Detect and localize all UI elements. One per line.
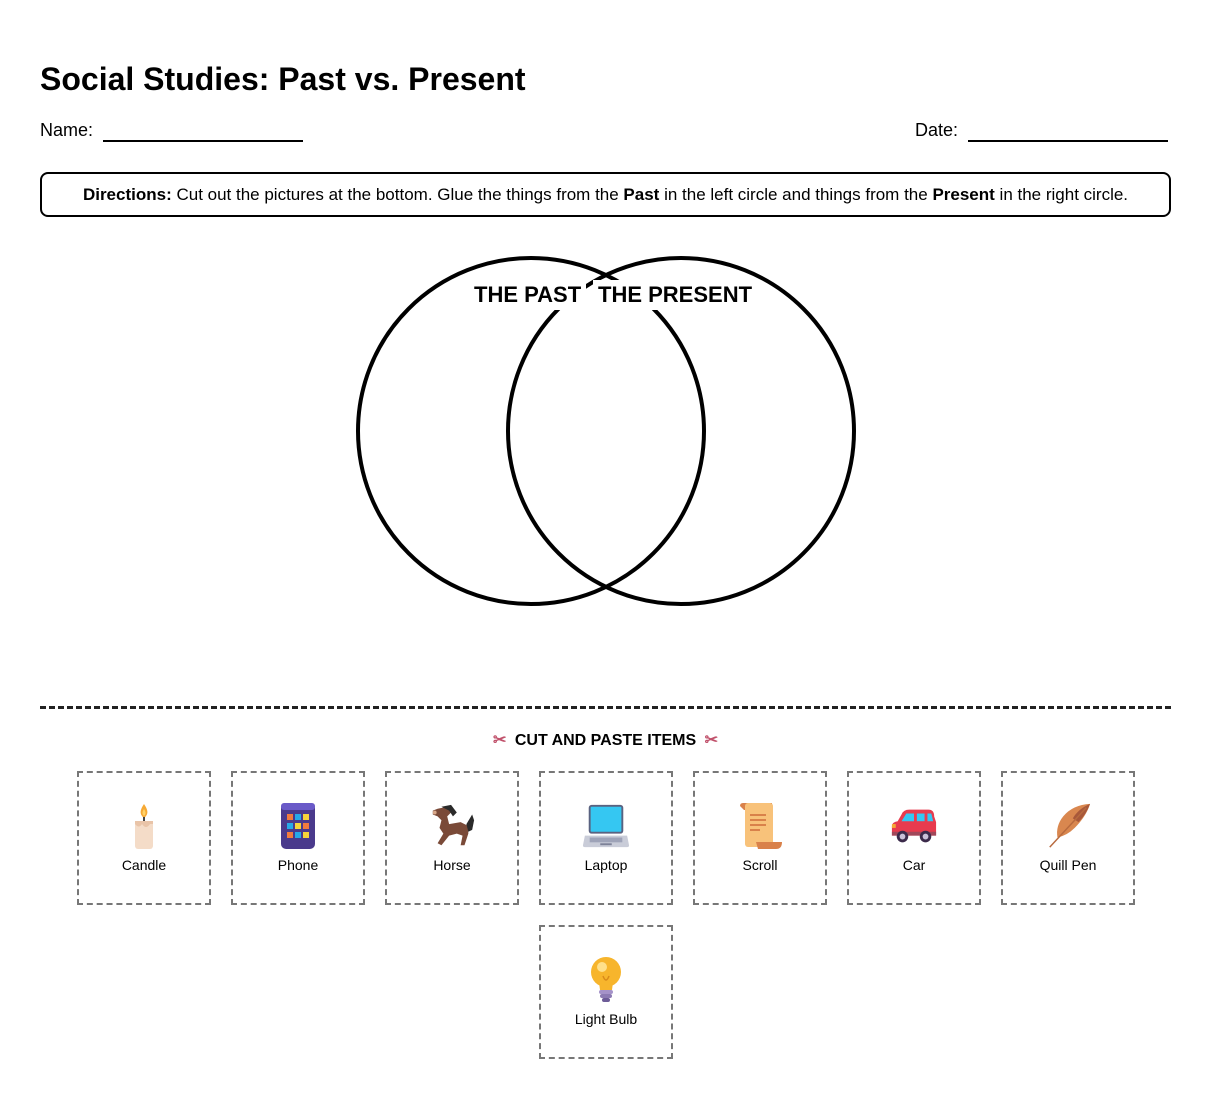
item-card-quill-pen[interactable]: Quill Pen	[1001, 771, 1135, 905]
candle-icon	[120, 802, 168, 850]
present-circle[interactable]	[506, 256, 856, 606]
item-card-candle[interactable]: Candle	[77, 771, 211, 905]
item-card-scroll[interactable]: Scroll	[693, 771, 827, 905]
name-field: Name:	[40, 118, 304, 142]
item-label: Scroll	[742, 857, 778, 873]
light-bulb-icon	[582, 956, 630, 1004]
cut-items-grid: Candle Phone	[77, 771, 1135, 1059]
directions-text-2: in the left circle and things from the	[659, 185, 933, 204]
item-label: Car	[902, 857, 926, 873]
laptop-icon	[582, 802, 630, 850]
directions-lead: Directions:	[82, 185, 172, 204]
item-label: Candle	[121, 857, 167, 873]
past-circle-label: THE PAST	[469, 280, 587, 310]
cut-dashed-line	[40, 706, 1171, 709]
date-field: Date:	[915, 118, 1169, 142]
venn-diagram: THE PAST THE PRESENT	[356, 256, 856, 606]
cut-section-heading: ✂ CUT AND PASTE ITEMS ✂	[0, 730, 1211, 752]
horse-icon	[428, 802, 476, 850]
present-circle-label: THE PRESENT	[593, 280, 758, 310]
item-card-car[interactable]: Car	[847, 771, 981, 905]
directions-present-word: Present	[932, 185, 995, 204]
item-label: Horse	[433, 857, 471, 873]
directions-box: Directions: Cut out the pictures at the …	[40, 172, 1171, 217]
item-card-light-bulb[interactable]: Light Bulb	[539, 925, 673, 1059]
car-icon	[890, 802, 938, 850]
item-label: Quill Pen	[1039, 857, 1097, 873]
item-card-horse[interactable]: Horse	[385, 771, 519, 905]
item-card-laptop[interactable]: Laptop	[539, 771, 673, 905]
cut-heading-text: CUT AND PASTE ITEMS	[514, 732, 697, 749]
item-label: Light Bulb	[574, 1011, 638, 1027]
page-title: Social Studies: Past vs. Present	[40, 61, 526, 97]
item-label: Laptop	[584, 857, 628, 873]
scroll-icon	[736, 802, 784, 850]
directions-text-1: Cut out the pictures at the bottom. Glue…	[171, 185, 624, 204]
quill-pen-icon	[1044, 802, 1092, 850]
name-label: Name:	[40, 120, 94, 140]
date-blank-line[interactable]	[968, 124, 1169, 142]
phone-icon	[274, 802, 322, 850]
scissors-icon: ✂	[492, 732, 507, 749]
directions-past-word: Past	[623, 185, 660, 204]
name-blank-line[interactable]	[103, 124, 304, 142]
scissors-icon: ✂	[704, 732, 719, 749]
item-label: Phone	[277, 857, 319, 873]
date-label: Date:	[915, 120, 959, 140]
directions-text-3: in the right circle.	[994, 185, 1129, 204]
item-card-phone[interactable]: Phone	[231, 771, 365, 905]
